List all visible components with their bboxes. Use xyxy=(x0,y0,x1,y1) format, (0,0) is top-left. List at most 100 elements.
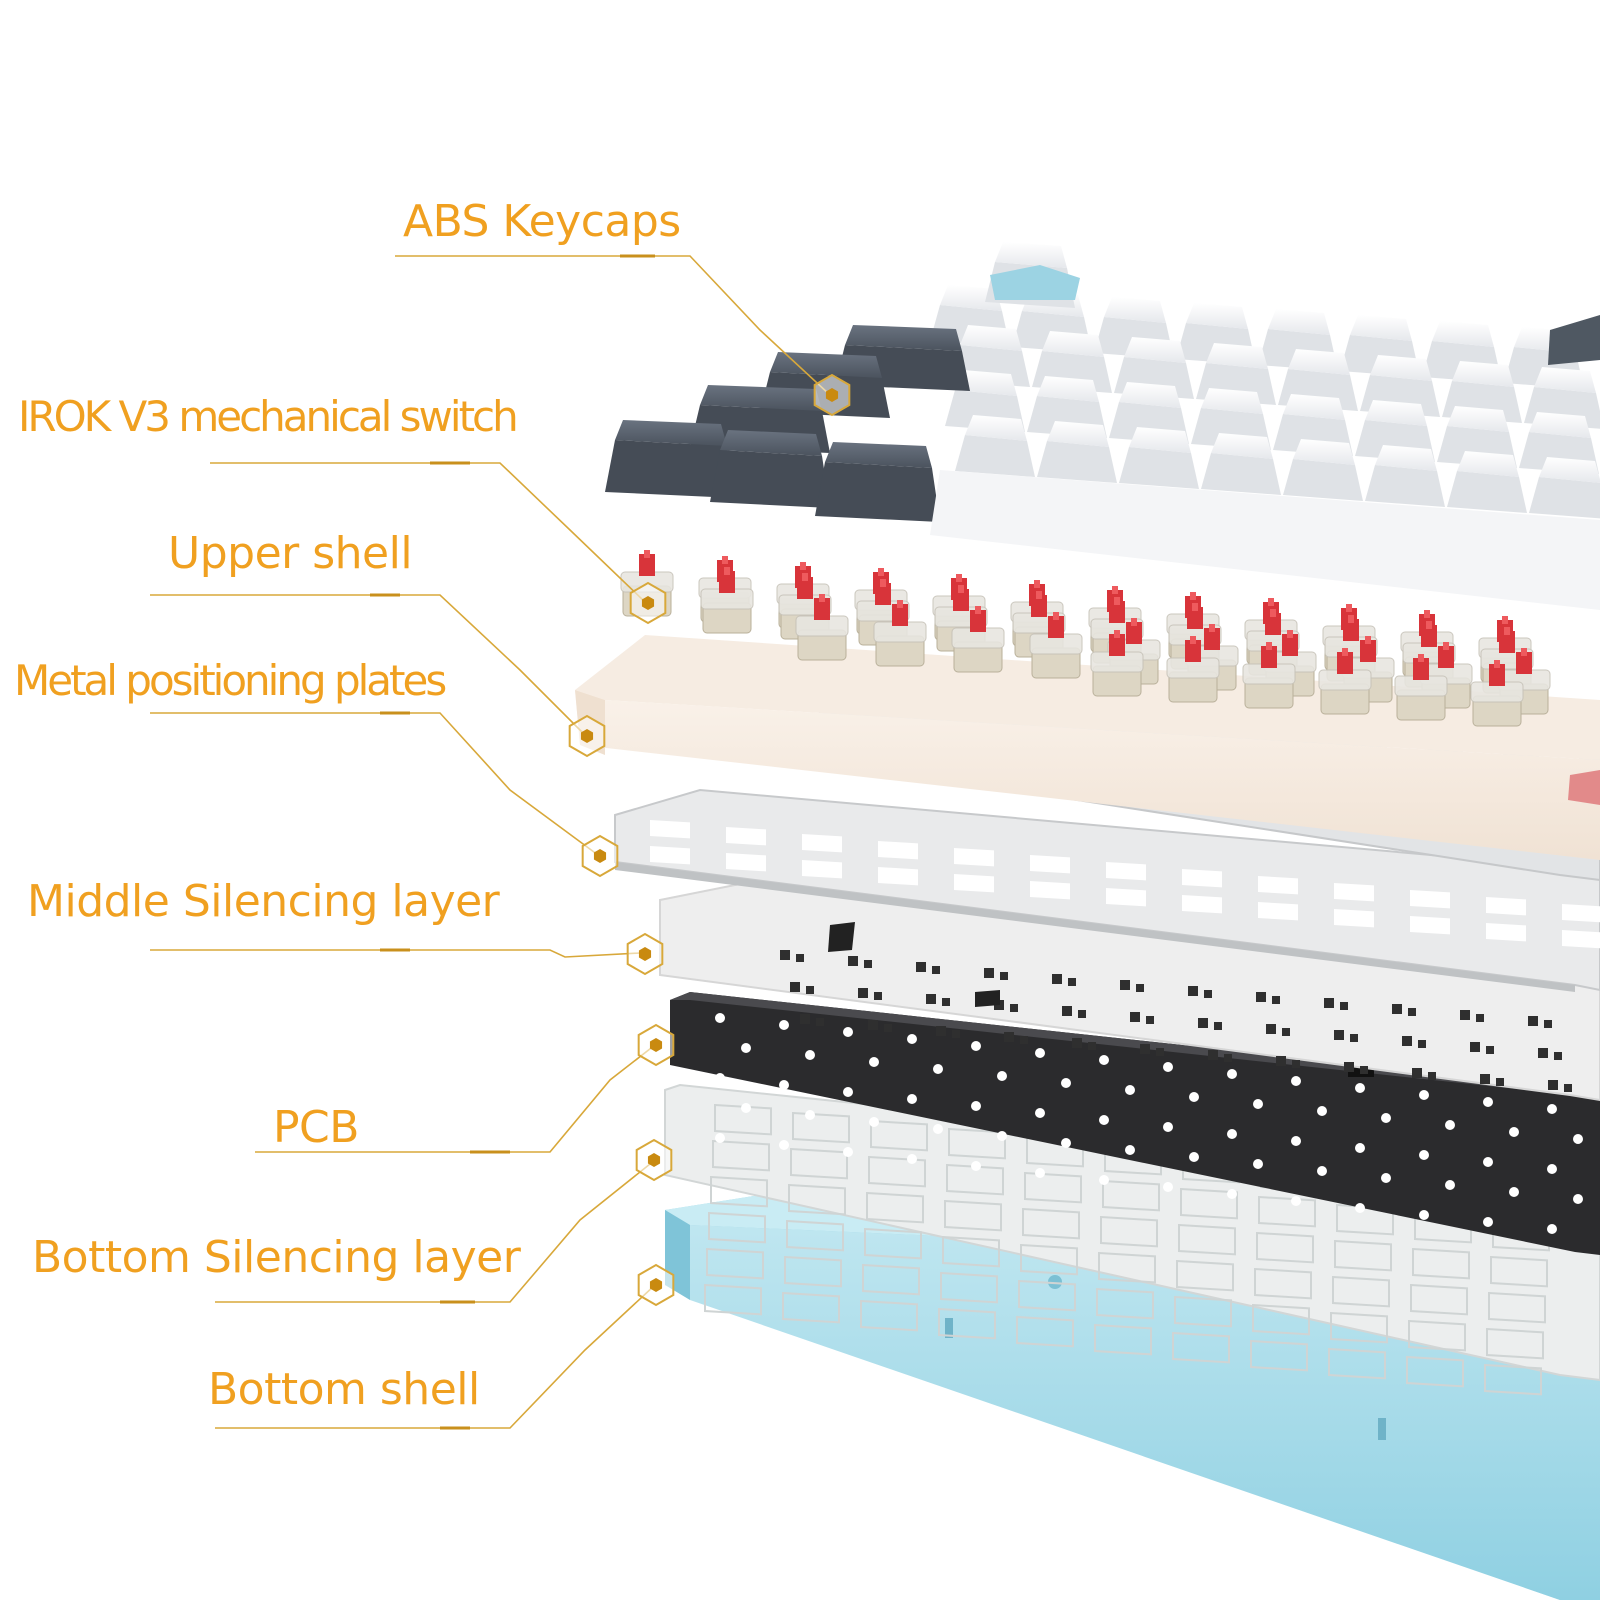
label-middle-silencing: Middle Silencing layer xyxy=(27,876,500,927)
silencing-hole xyxy=(1224,1054,1232,1062)
silencing-hole xyxy=(1052,974,1062,984)
silencing-hole xyxy=(1020,1036,1028,1044)
silencing-hole xyxy=(1470,1042,1480,1052)
pcb-hole xyxy=(1163,1062,1173,1072)
plate-cutout xyxy=(1030,881,1070,900)
silencing-hole xyxy=(1496,1078,1504,1086)
pcb-hole xyxy=(1035,1048,1045,1058)
silencing-hole xyxy=(884,1024,892,1032)
plate-cutout xyxy=(1024,1171,1082,1204)
silencing-hole xyxy=(1072,1038,1082,1048)
pcb-hole xyxy=(1035,1108,1045,1118)
keycaps-layer xyxy=(605,242,1600,610)
pcb-hole xyxy=(1509,1127,1519,1137)
mechanical-switches-layer xyxy=(620,550,1551,727)
plate-cutout xyxy=(1022,1207,1080,1240)
layer-markers xyxy=(568,373,851,1307)
pcb-hole xyxy=(843,1147,853,1157)
plate-cutout xyxy=(1176,1259,1234,1292)
plate-cutout xyxy=(948,1127,1006,1160)
silencing-hole xyxy=(868,1020,878,1030)
silencing-hole xyxy=(864,960,872,968)
silencing-hole xyxy=(1062,1006,1072,1016)
plate-cutout xyxy=(878,867,918,886)
keycap-white xyxy=(955,415,1035,477)
hexagon-marker-icon xyxy=(813,373,851,417)
silencing-hole xyxy=(1428,1072,1436,1080)
label-metal-plate: Metal positioning plates xyxy=(14,656,447,705)
keycap-dark xyxy=(605,420,735,498)
pcb-hole xyxy=(1189,1092,1199,1102)
switch xyxy=(1318,648,1372,715)
switch xyxy=(1242,642,1296,709)
switch xyxy=(1470,660,1524,727)
plate-cutout xyxy=(938,1307,996,1340)
plate-cutout xyxy=(1484,1363,1542,1396)
silencing-hole xyxy=(1068,978,1076,986)
keycap-white xyxy=(1119,427,1199,489)
plate-cutout xyxy=(1410,890,1450,909)
silencing-hole xyxy=(1460,1010,1470,1020)
plate-cutout xyxy=(784,1255,842,1288)
plate-cutout xyxy=(1406,1355,1464,1388)
silencing-hole xyxy=(1000,972,1008,980)
pcb-hole xyxy=(1547,1224,1557,1234)
silencing-hole xyxy=(1412,1068,1422,1078)
leader-line xyxy=(215,1284,656,1429)
plate-cutout xyxy=(942,1235,1000,1268)
pcb-hole xyxy=(805,1050,815,1060)
keycap-white xyxy=(1447,451,1527,513)
pcb-hole xyxy=(1317,1106,1327,1116)
hexagon-marker-icon xyxy=(637,1023,675,1067)
silencing-hole xyxy=(1130,1012,1140,1022)
pcb-hole xyxy=(1099,1115,1109,1125)
pcb-hole xyxy=(933,1124,943,1134)
plate-cutout xyxy=(1258,902,1298,921)
pcb-hole xyxy=(1227,1129,1237,1139)
plate-cutout xyxy=(1410,1283,1468,1316)
plate-cutout xyxy=(726,853,766,872)
pcb-hole xyxy=(1483,1217,1493,1227)
pcb-hole xyxy=(1291,1076,1301,1086)
switch xyxy=(1394,654,1448,721)
pcb-hole xyxy=(843,1027,853,1037)
plate-cutout xyxy=(864,1227,922,1260)
silencing-hole xyxy=(952,1030,960,1038)
plate-cutout xyxy=(786,1219,844,1252)
plate-cutout xyxy=(1106,888,1146,907)
plate-cutout xyxy=(1182,895,1222,914)
silencing-hole xyxy=(1208,1050,1218,1060)
plate-cutout xyxy=(944,1199,1002,1232)
pcb-hole xyxy=(1061,1078,1071,1088)
plate-cutout xyxy=(1332,1275,1390,1308)
silencing-hole xyxy=(1476,1014,1484,1022)
silencing-hole xyxy=(932,966,940,974)
plate-cutout xyxy=(954,874,994,893)
silencing-hole xyxy=(874,992,882,1000)
silencing-hole xyxy=(1402,1036,1412,1046)
pcb-hole xyxy=(971,1041,981,1051)
pcb-hole xyxy=(1381,1113,1391,1123)
plate-cutout xyxy=(1488,1291,1546,1324)
plate-cutout xyxy=(714,1103,772,1136)
leader-line xyxy=(150,949,641,958)
plate-cutout xyxy=(1562,904,1600,923)
plate-cutout xyxy=(1100,1215,1158,1248)
label-upper-shell: Upper shell xyxy=(168,528,413,579)
switch xyxy=(951,606,1005,673)
silencing-hole xyxy=(1198,1018,1208,1028)
pcb-hole xyxy=(741,1043,751,1053)
pcb-hole xyxy=(1483,1157,1493,1167)
leader-line xyxy=(255,1044,656,1153)
plate-cutout xyxy=(860,1299,918,1332)
pcb-hole xyxy=(715,1073,725,1083)
pcb-hole xyxy=(779,1140,789,1150)
keycap-white xyxy=(1037,421,1117,483)
leader-line xyxy=(395,255,831,396)
pcb-hole xyxy=(1227,1189,1237,1199)
silencing-hole xyxy=(1276,1056,1286,1066)
plate-cutout xyxy=(1334,883,1374,902)
hexagon-marker-icon xyxy=(568,714,606,758)
silencing-hole xyxy=(936,1026,946,1036)
switch xyxy=(873,600,927,667)
